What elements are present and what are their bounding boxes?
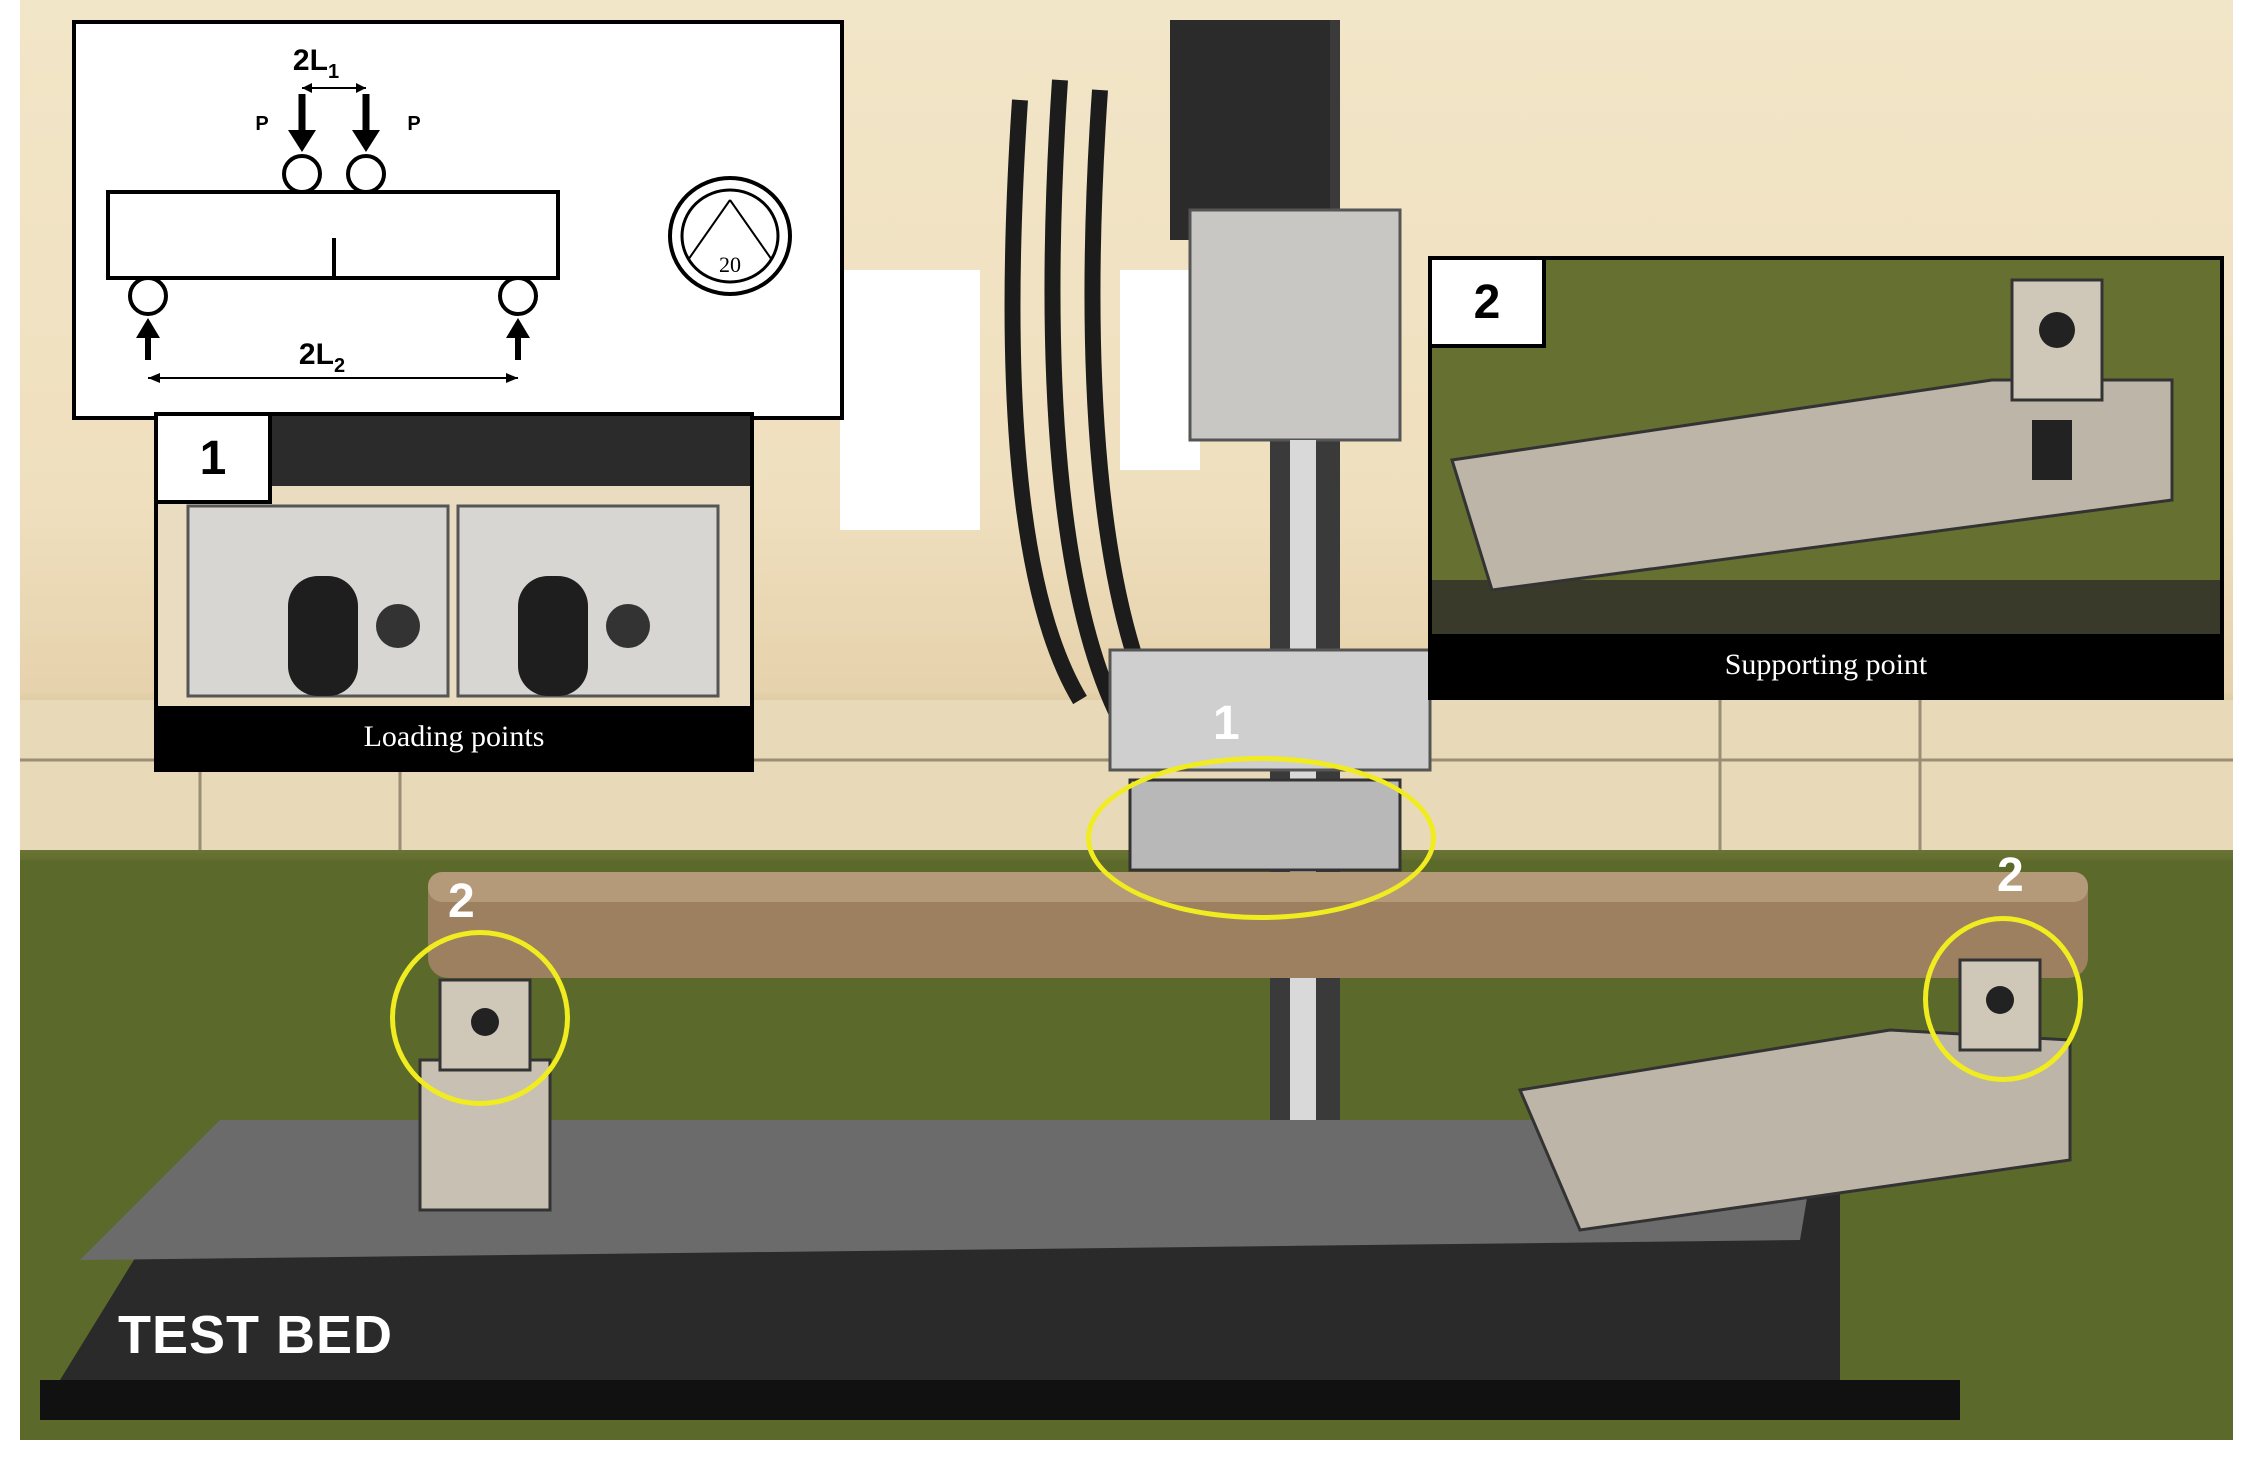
angle-line-right <box>729 199 773 261</box>
four-point-bending-schematic: 2L1 P P 2L2 20 <box>72 20 844 420</box>
load-label-left: P <box>255 113 268 135</box>
hydraulic-hose <box>1044 79 1128 724</box>
arrowhead <box>506 373 518 383</box>
loading-inset-caption: Loading points <box>158 706 750 768</box>
reaction-arrowhead-right <box>506 318 530 338</box>
loading-marker-number: 1 <box>1213 697 1240 750</box>
right-support <box>1517 1028 2072 1232</box>
loading-points-inset: 1 Loading points <box>154 412 754 772</box>
load-arrowhead-left <box>288 130 316 152</box>
right-support-marker-ring <box>1923 916 2083 1082</box>
outer-span-label: 2L2 <box>299 338 345 377</box>
loading-points-marker-ring <box>1086 756 1436 920</box>
right-support-marker-number: 2 <box>1997 849 2024 902</box>
left-support-marker-ring <box>390 930 570 1106</box>
loading-inset-tag: 1 <box>158 416 272 504</box>
inner-span-label: 2L1 <box>293 44 339 83</box>
loading-roller-left <box>282 154 322 194</box>
load-label-right: P <box>407 113 420 135</box>
test-bed-label: TEST BED <box>118 1305 394 1365</box>
supporting-point-inset: 2 Supporting point <box>1428 256 2224 700</box>
support-roller-left <box>128 276 168 316</box>
support-roller-right <box>498 276 538 316</box>
hydraulic-hose <box>1004 99 1087 705</box>
supporting-inset-caption: Supporting point <box>1432 634 2220 696</box>
test-bed-base <box>40 1380 1960 1420</box>
loading-roller-right <box>346 154 386 194</box>
load-cell-box <box>1188 208 1402 442</box>
angle-line-left <box>687 199 731 261</box>
supporting-point-photo <box>1432 260 2220 636</box>
window <box>840 270 980 530</box>
schematic-drawing: 2L1 P P 2L2 20 <box>106 44 792 383</box>
arrowhead <box>302 83 312 93</box>
arrowhead <box>356 83 366 93</box>
left-support-marker-number: 2 <box>448 875 475 928</box>
pipe-cross-section-inner <box>680 188 780 284</box>
arrowhead <box>148 373 160 383</box>
angle-label: 20 <box>719 252 741 277</box>
supporting-inset-tag: 2 <box>1432 260 1546 348</box>
test-rig-photo: 1 2 2 TEST BED <box>20 0 2233 1440</box>
load-arrowhead-right <box>352 130 380 152</box>
window <box>1120 270 1200 470</box>
pipe-cross-section-outer <box>668 176 792 296</box>
loading-fixture <box>1108 648 1432 772</box>
actuator-head <box>1170 20 1330 240</box>
reaction-arrowhead-left <box>136 318 160 338</box>
